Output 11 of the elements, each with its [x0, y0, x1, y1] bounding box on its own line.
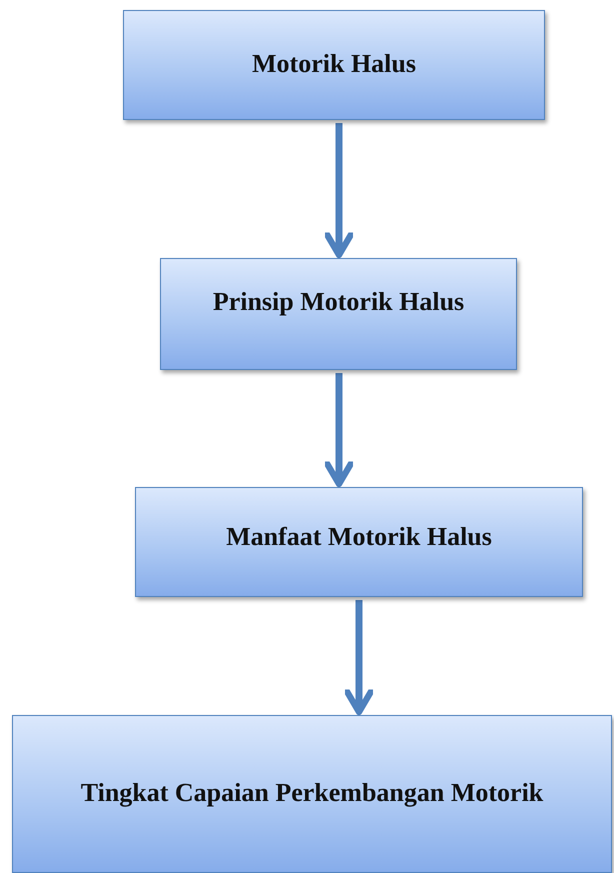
process-box	[135, 487, 583, 597]
process-box	[123, 10, 545, 120]
box-label: Manfaat Motorik Halus	[226, 522, 492, 553]
box-label: Prinsip Motorik Halus	[212, 287, 464, 318]
arrow	[324, 373, 354, 488]
arrow	[324, 123, 354, 258]
process-box	[160, 258, 517, 370]
box-label: Motorik Halus	[252, 49, 416, 80]
box-label: Tingkat Capaian Perkembangan Motorik	[80, 778, 544, 809]
process-box	[12, 715, 612, 873]
arrow	[344, 600, 374, 716]
